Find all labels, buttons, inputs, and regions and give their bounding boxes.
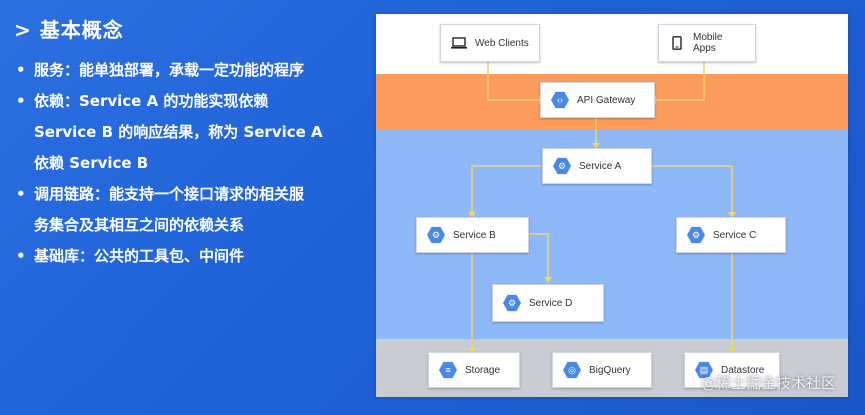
- bullet-dot: •: [16, 92, 26, 110]
- node-label: BigQuery: [589, 364, 631, 376]
- node-label: Mobile Apps: [693, 32, 723, 54]
- arrowhead: [544, 277, 552, 283]
- connector-lines: [468, 61, 736, 354]
- bullet-text: 依赖 Service B: [34, 154, 149, 172]
- arrowhead: [728, 212, 736, 218]
- connector-service-b-d: [529, 233, 549, 281]
- section-heading: > 基本概念: [14, 18, 124, 42]
- node-label: Datastore: [721, 364, 765, 376]
- node-label: Service B: [453, 229, 496, 241]
- arrowhead: [592, 143, 600, 149]
- bullet-dependency-cont-1: Service B 的响应结果，称为 Service A: [14, 117, 364, 148]
- bigquery-node: ◎ BigQuery: [552, 352, 652, 388]
- service-icon: ⚙: [503, 294, 521, 312]
- bullet-dot: •: [16, 247, 26, 265]
- node-label: API Gateway: [577, 94, 636, 106]
- bullet-dot: •: [16, 61, 26, 79]
- connector-web-gateway: [487, 61, 539, 101]
- service-d-node: ⚙ Service D: [492, 284, 604, 322]
- bullet-call-chain-cont: 务集合及其相互之间的依赖关系: [14, 210, 364, 241]
- api-gateway-node: ‹› API Gateway: [540, 82, 655, 118]
- service-c-node: ⚙ Service C: [676, 217, 786, 253]
- bullet-text: 务集合及其相互之间的依赖关系: [34, 216, 245, 234]
- service-b-node: ⚙ Service B: [416, 217, 529, 253]
- datastore-icon: ▤: [695, 361, 713, 379]
- bigquery-icon: ◎: [563, 361, 581, 379]
- node-label: Service D: [529, 297, 573, 309]
- connector-mobile-gateway: [656, 61, 705, 101]
- bullet-call-chain: • 调用链路：能支持一个接口请求的相关服: [14, 179, 364, 210]
- node-label: Service A: [579, 160, 622, 172]
- bullet-base-library: • 基础库：公共的工具包、中间件: [14, 241, 364, 272]
- concepts-panel: > 基本概念 • 服务：能单独部署，承载一定功能的程序 • 依赖：Service A…: [14, 14, 364, 272]
- watermark-text: @稀土掘金技术社区: [700, 374, 836, 392]
- phone-icon: [669, 36, 685, 50]
- bullet-text: 依赖：Service A 的功能实现依赖: [34, 92, 269, 110]
- storage-icon: ≡: [439, 361, 457, 379]
- bullet-dot: •: [16, 185, 26, 203]
- arrowhead: [468, 348, 476, 354]
- concept-list: • 服务：能单独部署，承载一定功能的程序 • 依赖：Service A 的功能实现依…: [14, 55, 364, 272]
- bullet-text: 服务：能单独部署，承载一定功能的程序: [34, 61, 305, 79]
- web-clients-node: Web Clients: [440, 24, 540, 62]
- api-gateway-icon: ‹›: [551, 91, 569, 109]
- service-icon: ⚙: [553, 157, 571, 175]
- datastore-node: ▤ Datastore: [684, 352, 780, 388]
- connector-service-a-c: [652, 165, 733, 216]
- connector-service-a-b: [471, 165, 541, 216]
- arrowhead: [468, 212, 476, 218]
- architecture-diagram: Web Clients Mobile Apps ‹› API Gateway ⚙…: [376, 14, 848, 397]
- service-a-node: ⚙ Service A: [542, 148, 652, 184]
- bullet-text: Service B 的响应结果，称为 Service A: [34, 123, 323, 141]
- bullet-text: 调用链路：能支持一个接口请求的相关服: [34, 185, 305, 203]
- storage-node: ≡ Storage: [428, 352, 520, 388]
- arrowhead: [728, 348, 736, 354]
- bullet-text: 基础库：公共的工具包、中间件: [34, 247, 245, 265]
- service-icon: ⚙: [427, 226, 445, 244]
- laptop-icon: [451, 36, 467, 50]
- bullet-dependency: • 依赖：Service A 的功能实现依赖: [14, 86, 364, 117]
- node-label: Web Clients: [475, 37, 529, 49]
- service-icon: ⚙: [687, 226, 705, 244]
- bullet-dependency-cont-2: 依赖 Service B: [14, 148, 364, 179]
- node-label: Storage: [465, 364, 501, 376]
- bullet-service: • 服务：能单独部署，承载一定功能的程序: [14, 55, 364, 86]
- mobile-apps-node: Mobile Apps: [658, 24, 756, 62]
- node-label: Service C: [713, 229, 757, 241]
- watermark: @稀土掘金技术社区: [701, 372, 836, 393]
